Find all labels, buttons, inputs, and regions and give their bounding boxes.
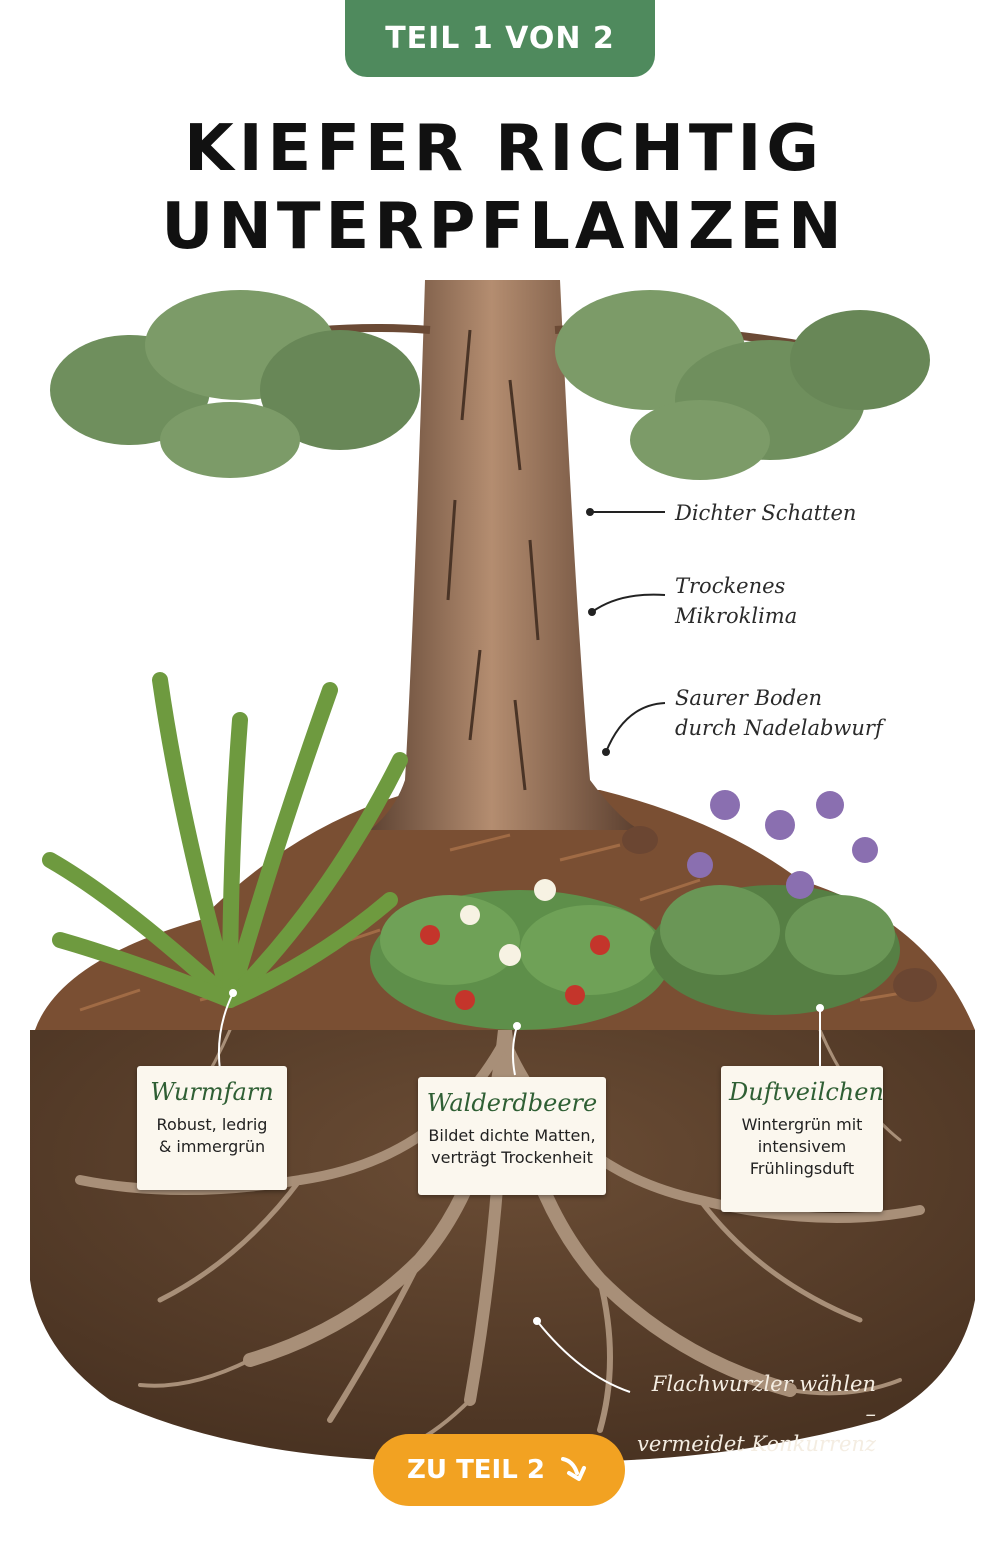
plant-name: Walderdbeere	[426, 1089, 598, 1117]
annotation-roots-line1: Flachwurzler wählen –	[651, 1372, 876, 1426]
plant-card-wurmfarn: Wurmfarn Robust, ledrig & immergrün	[137, 1066, 287, 1190]
plant-card-walderdbeere: Walderdbeere Bildet dichte Matten, vertr…	[418, 1077, 606, 1195]
plant-card-duftveilchen: Duftveilchen Wintergrün mit intensivem F…	[721, 1066, 884, 1212]
plant-description: Wintergrün mit intensivem Frühlingsduft	[741, 1115, 863, 1178]
annotation-leaders	[217, 508, 824, 1393]
bark-texture	[446, 329, 540, 791]
part-badge: TEIL 1 VON 2	[345, 0, 655, 77]
wild-strawberry-plant	[370, 879, 670, 1030]
pine-cone	[622, 826, 658, 854]
plant-name: Wurmfarn	[150, 1078, 274, 1106]
plant-description: Bildet dichte Matten, verträgt Trockenhe…	[428, 1126, 596, 1167]
root-system	[75, 1023, 925, 1447]
annotation-shade: Dichter Schatten	[675, 498, 856, 528]
annotation-roots-line2: vermeidet Konkurrenz	[636, 1432, 876, 1456]
pine-trunk	[370, 280, 640, 830]
annotation-soil-line2: durch Nadelabwurf	[675, 716, 883, 740]
annotation-acidic-soil: Saurer Boden durch Nadelabwurf	[675, 683, 883, 743]
next-part-button[interactable]: ZU TEIL 2	[373, 1434, 625, 1506]
page-title: KIEFER RICHTIG UNTERPFLANZEN	[0, 110, 1008, 266]
pine-canopy	[50, 290, 930, 480]
annotation-dry-line2: Mikroklima	[675, 604, 798, 628]
annotation-dry-line1: Trockenes	[675, 574, 786, 598]
annotation-soil-line1: Saurer Boden	[675, 686, 823, 710]
title-line-2: UNTERPFLANZEN	[161, 190, 847, 264]
annotation-dry-microclimate: Trockenes Mikroklima	[675, 571, 797, 631]
next-part-label: ZU TEIL 2	[407, 1455, 545, 1485]
fern-plant	[42, 672, 408, 1008]
title-line-1: KIEFER RICHTIG	[184, 112, 824, 186]
arrow-down-right-icon	[560, 1457, 586, 1481]
plant-description: Robust, ledrig & immergrün	[156, 1115, 268, 1156]
annotation-shallow-roots: Flachwurzler wählen – vermeidet Konkurre…	[636, 1369, 876, 1459]
plant-name: Duftveilchen	[729, 1078, 884, 1106]
pine-cone	[893, 968, 937, 1002]
violet-plant	[650, 790, 900, 1015]
annotation-shade-text: Dichter Schatten	[675, 501, 857, 525]
